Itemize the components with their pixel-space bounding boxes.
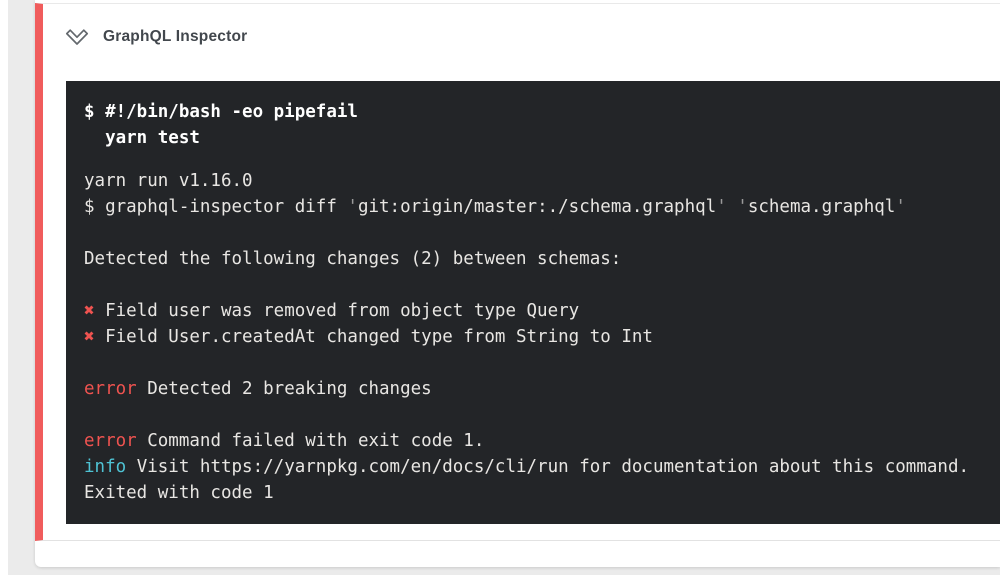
step-title: GraphQL Inspector bbox=[103, 28, 248, 45]
terminal-output-line: info Visit https://yarnpkg.com/en/docs/c… bbox=[84, 457, 970, 477]
terminal-output-block: yarn run v1.16.0 $ graphql-inspector diff… bbox=[84, 168, 1000, 506]
breaking-change-x-icon: ✖ bbox=[84, 327, 95, 347]
terminal-output-line: error Command failed with exit code 1. bbox=[84, 431, 485, 451]
terminal-output-line: yarn run v1.16.0 bbox=[84, 171, 253, 191]
terminal-output-line: $ graphql-inspector diff 'git:origin/mas… bbox=[84, 197, 906, 217]
terminal-output-line bbox=[84, 272, 1000, 298]
terminal-command-block: $ #!/bin/bash -eo pipefail yarn test bbox=[84, 99, 1000, 151]
terminal-output-line: ✖ Field User.createdAt changed type from… bbox=[84, 327, 653, 347]
terminal-output-line: ✖ Field user was removed from object typ… bbox=[84, 301, 580, 321]
terminal-output-line: Exited with code 1 bbox=[84, 483, 274, 503]
terminal-command-line: yarn test bbox=[84, 128, 200, 148]
chevron-down-icon[interactable] bbox=[64, 25, 90, 49]
terminal-output-line: Detected the following changes (2) betwe… bbox=[84, 249, 622, 269]
terminal-output-line: error Detected 2 breaking changes bbox=[84, 379, 432, 399]
terminal-command-line: $ #!/bin/bash -eo pipefail bbox=[84, 102, 358, 122]
terminal-output-line bbox=[84, 350, 1000, 376]
breaking-change-x-icon: ✖ bbox=[84, 301, 95, 321]
step-header[interactable]: GraphQL Inspector bbox=[64, 22, 247, 52]
build-steps-container: GraphQL Inspector $ #!/bin/bash -eo pipe… bbox=[35, 0, 1000, 567]
terminal-output: $ #!/bin/bash -eo pipefail yarn test yar… bbox=[66, 81, 1000, 524]
terminal-output-line bbox=[84, 220, 1000, 246]
terminal-output-line bbox=[84, 402, 1000, 428]
step-card-graphql-inspector: GraphQL Inspector $ #!/bin/bash -eo pipe… bbox=[35, 3, 1000, 541]
